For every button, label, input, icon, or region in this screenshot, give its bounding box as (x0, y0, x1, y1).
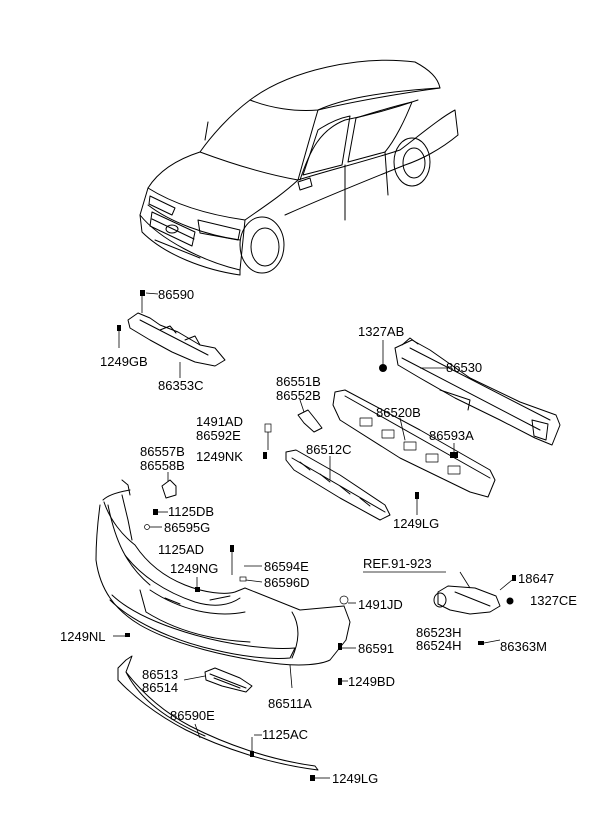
label-1249gb: 1249GB (100, 354, 148, 369)
bracket-86363m-icon (478, 641, 484, 645)
fog-cover-86513 (204, 667, 253, 693)
bracket-86353c (127, 312, 226, 367)
label-86596d: 86596D (264, 575, 310, 590)
screw-18647-icon (512, 575, 516, 581)
screw-1249bd-icon (338, 678, 342, 685)
label-1125ad: 1125AD (158, 542, 204, 557)
label-86513: 86513 (142, 667, 178, 682)
label-1249ng: 1249NG (170, 561, 218, 576)
label-86514: 86514 (142, 680, 178, 695)
label-86363m: 86363M (500, 639, 547, 654)
grille-86512c (285, 449, 391, 521)
screw-1249gb-icon (117, 325, 121, 331)
label-86557b: 86557B (140, 444, 185, 459)
label-1249bd: 1249BD (348, 674, 395, 689)
label-ref-91-923: REF.91-923 (363, 556, 432, 571)
clip-86595g-icon (144, 524, 150, 530)
label-18647: 18647 (518, 571, 554, 586)
absorber-86520b (332, 389, 496, 498)
label-86520b: 86520B (376, 405, 421, 420)
label-86592e: 86592E (196, 428, 241, 443)
label-1327ab: 1327AB (358, 324, 404, 339)
label-86594e: 86594E (264, 559, 309, 574)
label-1249lg-top: 1249LG (393, 516, 439, 531)
clip-86596d-icon (239, 576, 247, 582)
screw-1249lg-bottom-icon (310, 775, 315, 781)
bracket-86557b (161, 479, 177, 499)
label-86524h: 86524H (416, 638, 462, 653)
label-1491ad: 1491AD (196, 414, 243, 429)
clip-1249ng-icon (195, 587, 200, 592)
label-1125ac: 1125AC (262, 727, 308, 742)
clip-86593a-icon (450, 452, 458, 458)
clip-1491jd-icon (339, 595, 349, 605)
bracket-86551b (297, 409, 323, 433)
screw-1125ad-icon (230, 545, 234, 552)
label-1327ce: 1327CE (530, 593, 577, 608)
label-86512c: 86512C (306, 442, 352, 457)
screw-1249lg-top-icon (415, 492, 419, 499)
label-86552b: 86552B (276, 388, 321, 403)
label-86530: 86530 (446, 360, 482, 375)
label-86353c: 86353C (158, 378, 204, 393)
screw-1125db-icon (153, 509, 158, 515)
label-86558b: 86558B (140, 458, 185, 473)
screw-1125ac-icon (250, 751, 254, 757)
lip-spoiler-86590e (117, 655, 319, 771)
screw-1249nl-icon (125, 633, 130, 637)
label-86593a: 86593A (429, 428, 474, 443)
clip-1491ad-icon (264, 423, 272, 433)
label-86511a: 86511A (268, 696, 312, 711)
clip-86590-icon (140, 290, 145, 296)
label-86551b: 86551B (276, 374, 321, 389)
label-86595g: 86595G (164, 520, 210, 535)
nut-1327ce-icon (506, 597, 514, 605)
label-86590: 86590 (158, 287, 194, 302)
nut-1327ab-icon (379, 364, 387, 372)
label-1125db: 1125DB (168, 504, 214, 519)
bumper-cover-86511a (95, 479, 351, 666)
label-86590e: 86590E (170, 708, 215, 723)
reinforcement-86530 (394, 337, 561, 446)
label-1491jd: 1491JD (358, 597, 403, 612)
fog-lamp-86523h (433, 585, 501, 615)
label-1249nl: 1249NL (60, 629, 106, 644)
screw-1249nk-icon (263, 452, 267, 459)
screw-86591-icon (338, 643, 342, 650)
label-86591: 86591 (358, 641, 394, 656)
label-1249lg-bottom: 1249LG (332, 771, 378, 786)
car-illustration (139, 59, 459, 276)
label-1249nk: 1249NK (196, 449, 243, 464)
label-86523h: 86523H (416, 625, 462, 640)
